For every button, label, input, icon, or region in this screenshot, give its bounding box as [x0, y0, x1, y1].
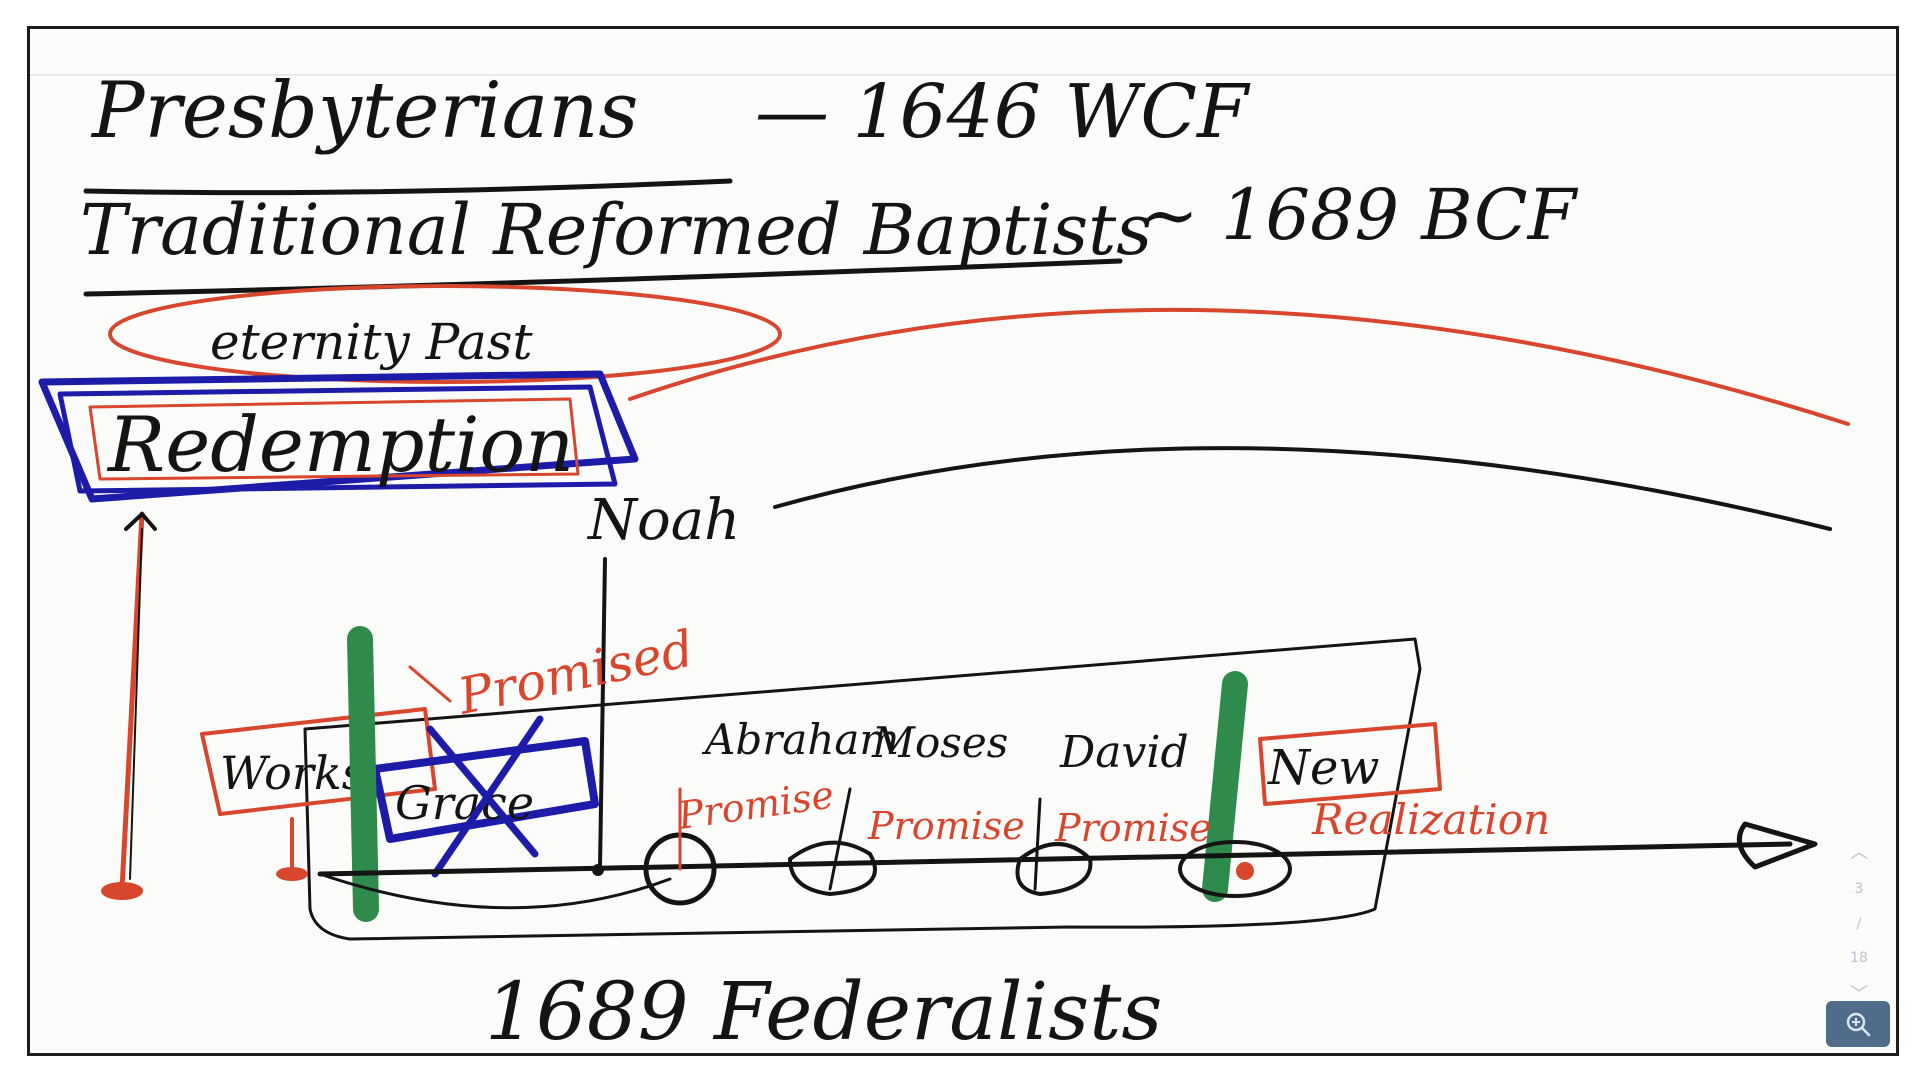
noah-vertical-line	[598, 557, 607, 869]
left-arrow-head	[124, 512, 157, 531]
redemption-red-box	[88, 397, 580, 481]
zoom-in-icon	[1846, 1012, 1871, 1037]
grace-text: Grace	[395, 776, 534, 830]
new-text: New	[1267, 740, 1380, 796]
promised-text: Promised	[452, 619, 698, 725]
promised-arrow	[408, 665, 452, 703]
redemption-text: Redemption	[106, 400, 574, 489]
federalists-title: 1689 Federalists	[485, 965, 1162, 1053]
works-text: Works	[220, 746, 365, 800]
traditional-underline	[83, 258, 1123, 297]
bcf-text: ~ 1689 BCF	[1140, 174, 1579, 256]
traditional-baptists-text: Traditional Reformed Baptists	[80, 189, 1152, 271]
chevron-down-icon[interactable]: ﹀	[1850, 984, 1868, 1005]
promise-3-text: Promise	[1054, 806, 1212, 850]
moses-covenant-circle	[788, 840, 877, 896]
grace-cross-2	[431, 715, 544, 878]
david-tick	[1033, 797, 1042, 891]
current-page: 3	[1854, 880, 1864, 897]
black-arc	[773, 446, 1832, 531]
promise-1-text: Promise	[674, 773, 836, 839]
whiteboard-frame: Presbyterians — 1646 WCF Traditional Ref…	[27, 26, 1899, 1056]
david-text: David	[1059, 727, 1189, 778]
moses-tick	[828, 787, 852, 891]
new-box	[1258, 722, 1442, 806]
presbyterians-text: Presbyterians	[90, 66, 638, 156]
left-red-line	[119, 511, 145, 892]
new-covenant-circle	[1178, 840, 1292, 898]
eternity-past-text: eternity Past	[210, 313, 533, 371]
whiteboard-canvas: Presbyterians — 1646 WCF Traditional Ref…	[30, 66, 1896, 1053]
total-pages: 18	[1850, 950, 1868, 967]
red-arc	[628, 307, 1850, 426]
grace-cross-1	[426, 725, 539, 858]
promise-2-text: Promise	[867, 804, 1025, 848]
covenant-enclosure	[303, 637, 1422, 941]
left-red-dot	[101, 882, 143, 900]
david-covenant-circle	[1015, 842, 1093, 896]
timeline-arrow-head	[1736, 821, 1818, 870]
chevron-up-icon[interactable]: ︿	[1850, 842, 1868, 863]
realization-text: Realization	[1311, 795, 1550, 844]
new-covenant-dot	[1236, 862, 1254, 880]
timeline-axis	[317, 841, 1793, 877]
wcf-text: — 1646 WCF	[755, 69, 1251, 155]
zoom-button[interactable]	[1826, 1001, 1890, 1047]
presbyterians-underline	[83, 178, 733, 196]
green-stroke-left	[347, 626, 379, 922]
eternity-past-oval	[108, 284, 782, 384]
green-stroke-right	[1202, 671, 1248, 902]
lower-swoop-1	[318, 872, 672, 910]
abraham-text: Abraham	[701, 715, 899, 764]
page-navigator: ︿ 3 / 18 ﹀	[1844, 844, 1874, 1004]
moses-text: Moses	[871, 718, 1008, 767]
noah-text: Noah	[586, 488, 740, 553]
left-black-line	[129, 528, 143, 880]
page-separator: /	[1856, 915, 1862, 932]
works-red-dot	[276, 867, 308, 881]
redemption-blue-box-inner	[57, 384, 618, 494]
